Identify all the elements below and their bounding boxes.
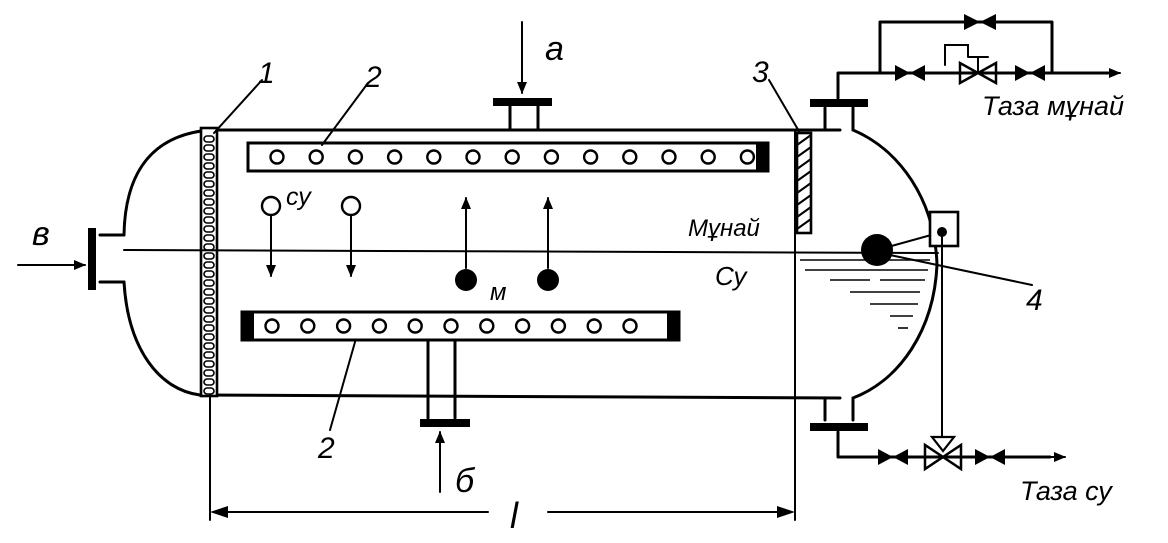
partition-cell	[203, 360, 215, 368]
label-water-layer: Су	[715, 261, 748, 291]
partition-cell	[203, 351, 215, 359]
partition-cell	[203, 279, 215, 287]
perforation-hole	[347, 149, 364, 165]
perforation-hole	[586, 318, 602, 334]
float-level-controller	[861, 210, 960, 438]
perforation-hole	[700, 149, 716, 165]
inlet-pipe-a	[493, 21, 552, 132]
label-clean-oil: Таза мұнай	[982, 91, 1124, 121]
partition-cell	[203, 162, 215, 170]
callout-2-top: 2	[364, 61, 382, 94]
valve[interactable]	[975, 449, 1005, 465]
perforation-hole	[426, 149, 442, 165]
left-perforated-partition	[199, 126, 219, 398]
perforation-hole	[550, 318, 567, 334]
partition-cell	[203, 216, 215, 224]
oil-droplet	[455, 269, 477, 291]
valve[interactable]	[878, 449, 908, 465]
partition-cell	[203, 324, 215, 332]
perforation-hole	[269, 149, 285, 165]
valve[interactable]	[1015, 65, 1045, 81]
perforation-hole	[582, 149, 599, 165]
length-dimension	[210, 506, 795, 518]
partition-cell	[203, 153, 215, 161]
partition-cell	[203, 369, 215, 377]
perforation-hole	[386, 149, 403, 165]
baffle-3	[795, 131, 813, 235]
perforation-hole	[514, 318, 531, 334]
partition-cell	[203, 306, 215, 314]
right-end-cap	[851, 128, 939, 400]
partition-cell	[203, 315, 215, 323]
partition-cell	[203, 288, 215, 296]
partition-cell	[203, 261, 215, 269]
valve[interactable]	[964, 14, 996, 30]
label-length: l	[510, 495, 519, 536]
partition-cell	[203, 252, 215, 260]
perforation-hole	[739, 149, 756, 165]
label-inlet-v: в	[32, 215, 50, 253]
label-inlet-b: б	[455, 462, 476, 500]
perforation-hole	[465, 149, 481, 165]
perforation-hole	[264, 318, 280, 334]
water-droplets	[260, 195, 362, 277]
water-droplet	[340, 195, 362, 217]
perforation-hole	[543, 149, 560, 165]
partition-cell	[203, 342, 215, 350]
perforation-hole	[479, 318, 495, 334]
leader-lines	[213, 79, 1033, 431]
inlet-pipe-v	[17, 228, 126, 290]
regulating-valve[interactable]	[923, 435, 963, 472]
partition-cell	[203, 144, 215, 152]
oil-droplets	[455, 197, 559, 291]
partition-cell	[203, 180, 215, 188]
partition-cell	[203, 387, 215, 395]
regulating-valve[interactable]	[944, 44, 998, 86]
distributor-bottom	[240, 310, 681, 342]
partition-cell	[203, 270, 215, 278]
inlet-pipe-b	[420, 331, 470, 493]
oil-droplet	[537, 269, 559, 291]
label-inlet-a: а	[545, 30, 564, 68]
perforation-hole	[407, 318, 423, 334]
partition-cell	[203, 198, 215, 206]
callout-1: 1	[258, 57, 275, 90]
perforation-hole	[308, 149, 324, 165]
distributor-top	[246, 141, 770, 173]
callout-2-bottom: 2	[317, 432, 335, 465]
callout-3: 3	[752, 56, 769, 89]
partition-cell	[203, 225, 215, 233]
perforation-hole	[300, 318, 316, 334]
callout-4: 4	[1026, 284, 1043, 317]
perforation-hole	[443, 318, 459, 334]
label-oil-drop: м	[490, 279, 506, 306]
partition-cell	[203, 297, 215, 305]
valve[interactable]	[895, 65, 925, 81]
perforation-hole	[335, 318, 352, 334]
partition-cell	[203, 171, 215, 179]
perforation-hole	[504, 149, 520, 165]
partition-cell	[203, 234, 215, 242]
partition-cell	[203, 333, 215, 341]
left-end-cap	[122, 128, 212, 397]
label-oil-layer: Мұнай	[688, 215, 760, 242]
partition-cell	[203, 207, 215, 215]
water-droplet	[260, 195, 282, 217]
label-clean-water: Таза су	[1020, 476, 1113, 506]
partition-cell	[203, 378, 215, 386]
partition-cell	[203, 135, 215, 143]
perforation-hole	[661, 149, 677, 165]
partition-cell	[203, 243, 215, 251]
oil-water-interface	[123, 249, 939, 254]
perforation-hole	[622, 318, 638, 334]
label-water-drop: су	[286, 183, 312, 211]
partition-cell	[203, 189, 215, 197]
clean-water-outlet	[810, 396, 1066, 472]
perforation-hole	[371, 318, 388, 334]
perforation-hole	[622, 149, 638, 165]
water-zone-hatching	[800, 259, 930, 329]
clean-oil-outlet	[810, 14, 1121, 132]
